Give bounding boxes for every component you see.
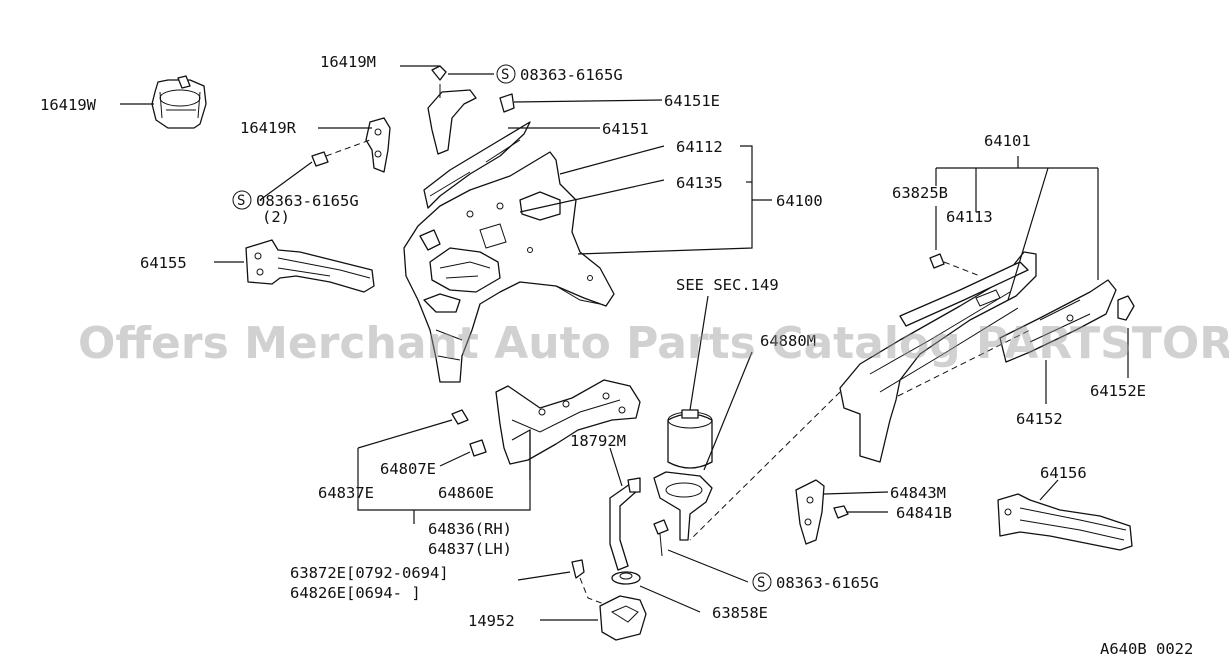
s-circle-top xyxy=(496,64,516,84)
part-labels: 16419M S 08363-6165G 64151E 16419W 16419… xyxy=(40,53,1193,658)
mounting-bracket-64837E-part xyxy=(451,379,641,465)
label-64836-rh: 64836(RH) xyxy=(428,520,512,538)
label-63825B: 63825B xyxy=(892,184,948,202)
s-symbol-bot: S xyxy=(757,575,765,591)
label-64152E: 64152E xyxy=(1090,382,1146,400)
s-symbol-mid: S xyxy=(237,193,245,209)
leader-lines xyxy=(120,65,1129,621)
s-circle-mid xyxy=(232,190,252,210)
label-64156: 64156 xyxy=(1040,464,1087,482)
bracket-16419M-part xyxy=(427,65,515,155)
rail-64155-part xyxy=(245,239,375,293)
label-64100: 64100 xyxy=(776,192,823,210)
rail-64156-part xyxy=(997,493,1133,551)
label-64837-lh: 64837(LH) xyxy=(428,540,512,558)
label-64152: 64152 xyxy=(1016,410,1063,428)
label-64151: 64151 xyxy=(602,120,649,138)
label-64841B: 64841B xyxy=(896,504,952,522)
label-63872E: 63872E[0792-0694] xyxy=(290,564,449,582)
s-circle-bot xyxy=(752,572,772,592)
diagram-code: A640B 0022 xyxy=(1100,640,1193,658)
canister-sec149-part xyxy=(653,409,713,557)
label-see-sec-149: SEE SEC.149 xyxy=(676,276,779,294)
clip-63872E-part xyxy=(571,559,605,605)
label-64113: 64113 xyxy=(946,208,993,226)
vacuum-tank-14952-part xyxy=(599,595,647,641)
label-08363-bot: 08363-6165G xyxy=(776,574,879,592)
grommet-63858E-part xyxy=(611,571,641,585)
hood-ledge-assembly-64100-part xyxy=(403,121,615,383)
label-64843M: 64843M xyxy=(890,484,946,502)
label-64155: 64155 xyxy=(140,254,187,272)
label-64880M: 64880M xyxy=(760,332,816,350)
side-member-64101-part xyxy=(839,251,1135,463)
bracket-64843M-part xyxy=(795,479,849,545)
label-qty-2: (2) xyxy=(262,208,290,226)
label-64151E: 64151E xyxy=(664,92,720,110)
label-64837E: 64837E xyxy=(318,484,374,502)
label-64860E: 64860E xyxy=(438,484,494,502)
label-16419M: 16419M xyxy=(320,53,376,71)
label-64112: 64112 xyxy=(676,138,723,156)
label-16419R: 16419R xyxy=(240,119,297,137)
bracket-16419R-part xyxy=(311,117,391,173)
label-18792M: 18792M xyxy=(570,432,626,450)
s-symbol-top: S xyxy=(501,67,509,83)
label-63858E: 63858E xyxy=(712,604,768,622)
hose-18792M-part xyxy=(609,477,641,571)
label-64826E: 64826E[0694- ] xyxy=(290,584,421,602)
label-64135: 64135 xyxy=(676,174,723,192)
label-64807E: 64807E xyxy=(380,460,436,478)
label-64101: 64101 xyxy=(984,132,1031,150)
label-08363-top: 08363-6165G xyxy=(520,66,623,84)
label-16419W: 16419W xyxy=(40,96,97,114)
clamp-16419W-part xyxy=(151,75,207,129)
watermark-text: Offers Merchant Auto Parts Catalog PARTS… xyxy=(78,318,1229,369)
label-08363-mid: 08363-6165G xyxy=(256,192,359,210)
label-14952: 14952 xyxy=(468,612,515,630)
